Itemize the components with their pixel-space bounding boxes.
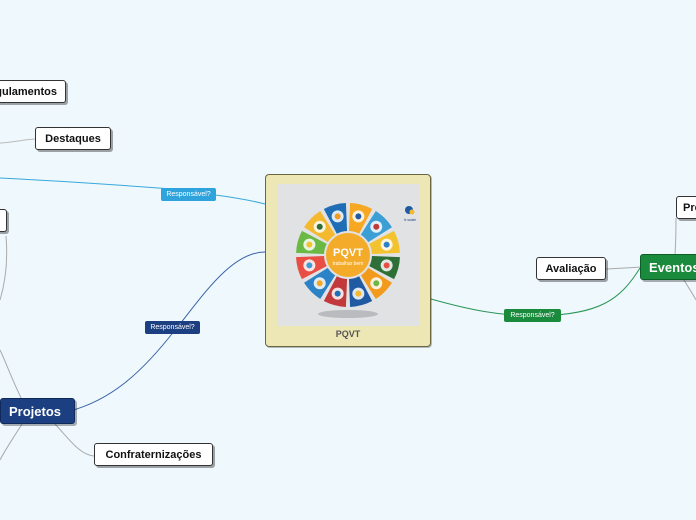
wheel-petals <box>296 203 400 307</box>
node-eventos[interactable]: Eventos <box>640 254 696 280</box>
wheel-center-disc <box>326 233 370 277</box>
link-left-mid <box>0 235 8 301</box>
corner-badge-dot <box>409 209 415 215</box>
wheel-petal-icon-dot <box>383 241 390 248</box>
tag-responsavel-navy-label: Responsável? <box>150 324 195 331</box>
wheel-petal-icon-dot <box>373 280 380 287</box>
node-destaques[interactable]: Destaques <box>35 127 111 150</box>
wheel-petal-icon-dot <box>334 213 341 220</box>
wheel-petal-icon-dot <box>316 223 323 230</box>
tag-responsavel-navy[interactable]: Responsável? <box>145 321 200 334</box>
pqvt-logo-image: PQVT trabalhar bem fx saúde <box>277 184 419 326</box>
link-destaques <box>0 138 36 144</box>
node-avaliacao[interactable]: Avaliação <box>536 257 606 280</box>
node-regulamentos-label: Regulamentos <box>0 85 57 98</box>
node-projetos-label: Projetos <box>9 403 62 419</box>
wheel-petal-icon-dot <box>373 223 380 230</box>
wheel-shadow <box>318 310 378 318</box>
link-projetos-down <box>0 423 23 461</box>
node-eventos-label: Eventos <box>649 259 696 275</box>
wheel-petal-icon-dot <box>355 290 362 297</box>
wheel-logo-text: PQVT <box>333 247 363 259</box>
node-confraternizacoes-label: Confraternizações <box>105 448 202 461</box>
node-left-partial[interactable] <box>0 209 7 232</box>
link-confraternizacoes <box>54 423 95 457</box>
wheel-petal-icon-dot <box>306 262 313 269</box>
node-right-partial-label: Programação <box>683 201 696 214</box>
wheel-petal-icon-dot <box>383 262 390 269</box>
node-regulamentos[interactable]: Regulamentos <box>0 80 66 103</box>
link-projetos-up <box>0 349 23 401</box>
tag-responsavel-cyan-label: Responsável? <box>166 191 211 198</box>
pqvt-wheel-graphic: PQVT trabalhar bem fx saúde <box>296 203 416 318</box>
link-avaliacao <box>605 266 641 270</box>
corner-badge-text: fx saúde <box>404 218 416 222</box>
tag-responsavel-cyan[interactable]: Responsável? <box>161 188 216 201</box>
node-confraternizacoes[interactable]: Confraternizações <box>94 443 213 466</box>
wheel-petal-icon-dot <box>316 280 323 287</box>
link-eventos-down <box>683 279 696 301</box>
link-center-cyan <box>0 177 266 205</box>
node-avaliacao-label: Avaliação <box>545 262 597 275</box>
link-eventos-up <box>674 217 677 255</box>
tag-responsavel-green-label: Responsável? <box>510 312 555 319</box>
central-topic-label: PQVT <box>335 329 361 339</box>
node-right-partial[interactable]: Programação <box>676 196 696 219</box>
wheel-logo-subtext: trabalhar bem <box>333 261 364 267</box>
wheel-petal-icon-dot <box>306 241 313 248</box>
node-projetos[interactable]: Projetos <box>0 398 75 424</box>
central-topic-pqvt[interactable]: PQVT trabalhar bem fx saúde PQVT <box>265 174 431 347</box>
node-destaques-label: Destaques <box>45 132 101 145</box>
wheel-petal-icon-dot <box>334 290 341 297</box>
wheel-petal-icon-dot <box>355 213 362 220</box>
tag-responsavel-green[interactable]: Responsável? <box>504 309 561 322</box>
